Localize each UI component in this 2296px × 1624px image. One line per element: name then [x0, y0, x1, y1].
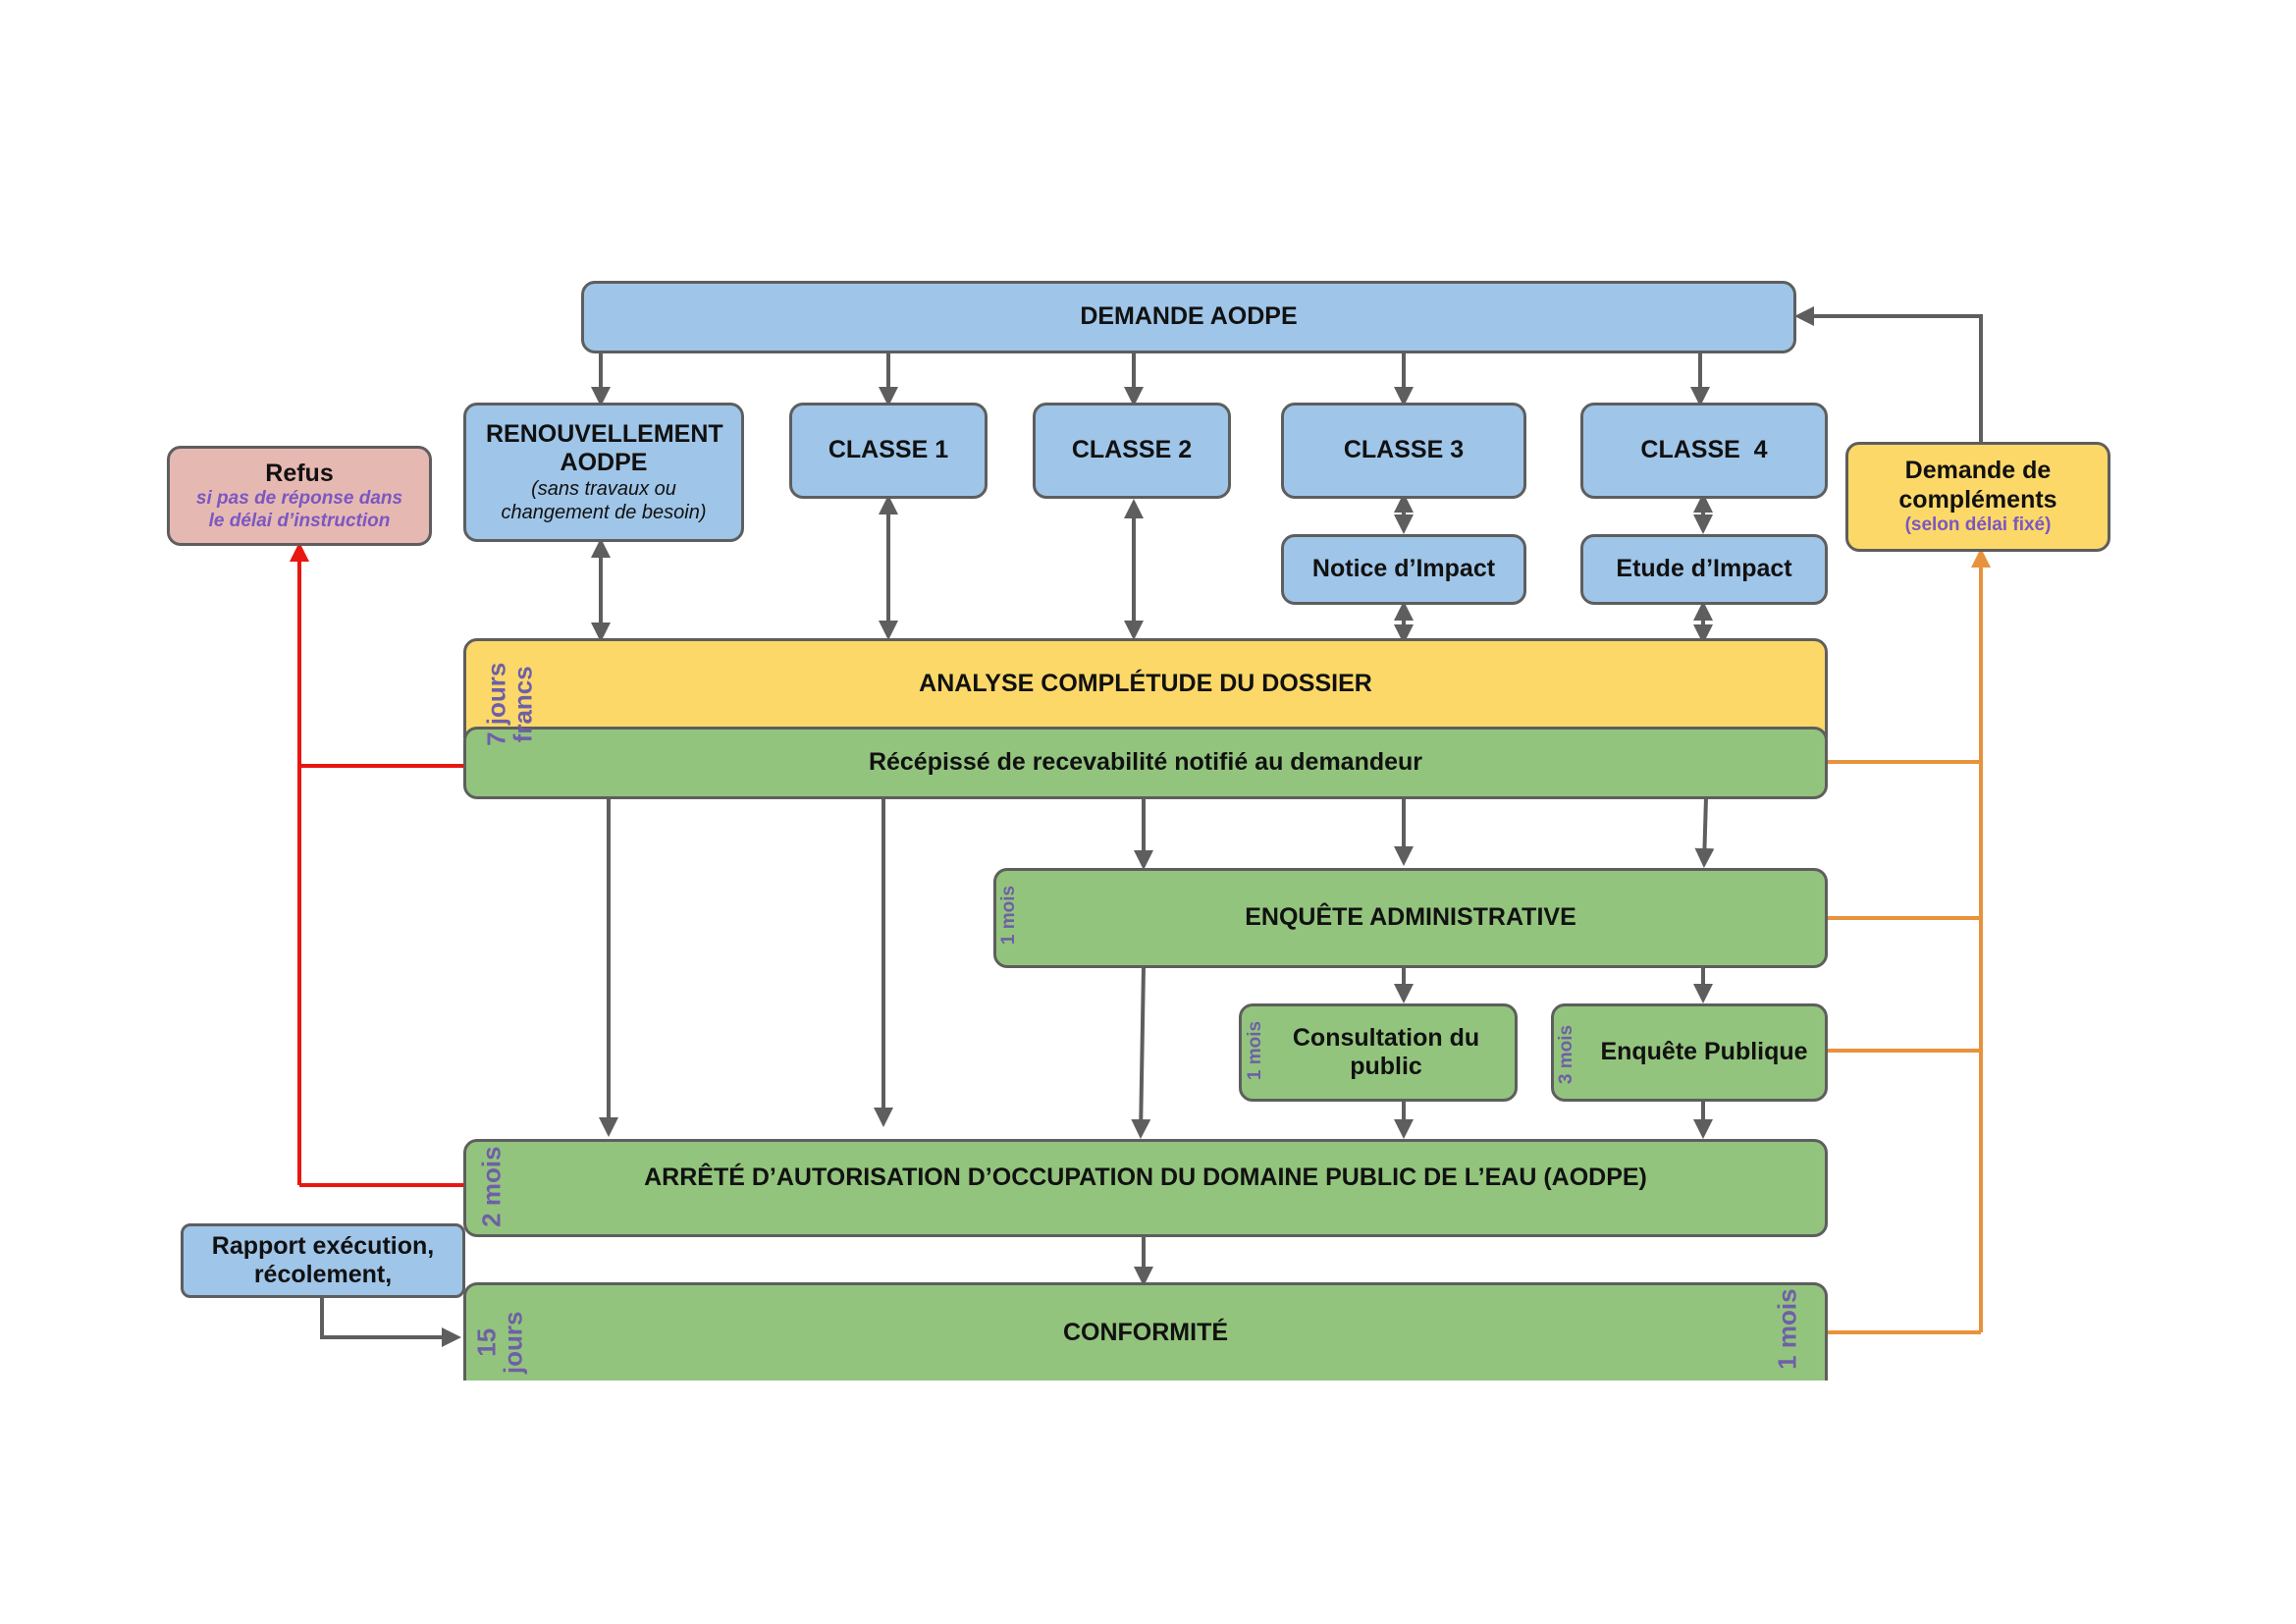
- enquete-administrative-box: ENQUÊTE ADMINISTRATIVE: [993, 868, 1828, 968]
- arrete-aodpe-box: ARRÊTÉ D’AUTORISATION D’OCCUPATION DU DO…: [463, 1139, 1828, 1237]
- demande-complements-box: Demande de compléments (selon délai fixé…: [1845, 442, 2110, 552]
- refus-box: Refus si pas de réponse dans le délai d’…: [167, 446, 432, 546]
- analyse-completude-label: ANALYSE COMPLÉTUDE DU DOSSIER: [919, 670, 1372, 698]
- analyse-completude-box: ANALYSE COMPLÉTUDE DU DOSSIER: [463, 638, 1828, 738]
- recepisse-label: Récépissé de recevabilité notifié au dem…: [868, 748, 1423, 777]
- classe-3-label: CLASSE 3: [1343, 436, 1465, 464]
- renouvellement-title: RENOUVELLEMENT AODPE: [486, 419, 723, 477]
- enquete-publique-label: Enquête Publique: [1600, 1038, 1808, 1066]
- refus-subtitle: si pas de réponse dans le délai d’instru…: [195, 488, 403, 531]
- conformite-box: CONFORMITÉ: [463, 1282, 1828, 1380]
- rapport-execution-label: Rapport exécution, récolement,: [211, 1231, 435, 1289]
- notice-impact-box: Notice d’Impact: [1281, 534, 1526, 605]
- notice-impact-label: Notice d’Impact: [1311, 555, 1496, 583]
- conformite-duration-left: 15 jours: [471, 1311, 528, 1375]
- analyse-duration: 7 jours francs: [481, 662, 538, 746]
- consultation-public-label: Consultation du public: [1292, 1023, 1480, 1081]
- classe-1-box: CLASSE 1: [789, 403, 988, 499]
- conformite-duration-right: 1 mois: [1772, 1288, 1802, 1370]
- arrow-complements-demande: [1794, 306, 1983, 442]
- etude-impact-box: Etude d’Impact: [1580, 534, 1828, 605]
- arrow-enquete-arrete: [1131, 965, 1151, 1139]
- arrete-aodpe-label: ARRÊTÉ D’AUTORISATION D’OCCUPATION DU DO…: [644, 1164, 1647, 1191]
- consultation-public-duration: 1 mois: [1245, 1020, 1266, 1081]
- conformite-label: CONFORMITÉ: [1062, 1318, 1229, 1346]
- arrete-duration: 2 mois: [476, 1146, 507, 1227]
- enquete-publique-duration: 3 mois: [1556, 1024, 1577, 1085]
- demande-aodpe-label: DEMANDE AODPE: [1080, 302, 1298, 331]
- classe-1-label: CLASSE 1: [828, 436, 949, 464]
- classe-3-box: CLASSE 3: [1281, 403, 1526, 499]
- rapport-execution-box: Rapport exécution, récolement,: [181, 1223, 465, 1298]
- enquete-administrative-duration: 1 mois: [998, 885, 1020, 946]
- complements-title: Demande de compléments: [1898, 457, 2057, 514]
- complements-subtitle: (selon délai fixé): [1904, 514, 2052, 536]
- classe-2-label: CLASSE 2: [1071, 436, 1193, 464]
- recepisse-box: Récépissé de recevabilité notifié au dem…: [463, 727, 1828, 799]
- enquete-publique-box: Enquête Publique: [1551, 1003, 1828, 1102]
- refus-title: Refus: [265, 459, 334, 487]
- etude-impact-label: Etude d’Impact: [1616, 555, 1792, 583]
- renouvellement-subtitle: (sans travaux ou changement de besoin): [501, 477, 707, 523]
- classe-4-box: CLASSE 4: [1580, 403, 1828, 499]
- demande-aodpe-box: DEMANDE AODPE: [581, 281, 1796, 353]
- arrow-recepisse-enquete-3: [1694, 796, 1715, 868]
- classe-2-box: CLASSE 2: [1033, 403, 1231, 499]
- renouvellement-box: RENOUVELLEMENT AODPE (sans travaux ou ch…: [463, 403, 744, 542]
- consultation-public-box: Consultation du public: [1239, 1003, 1518, 1102]
- arrow-rapport-conformite: [320, 1294, 461, 1347]
- classe-4-label: CLASSE 4: [1640, 436, 1768, 464]
- enquete-administrative-label: ENQUÊTE ADMINISTRATIVE: [1245, 903, 1576, 932]
